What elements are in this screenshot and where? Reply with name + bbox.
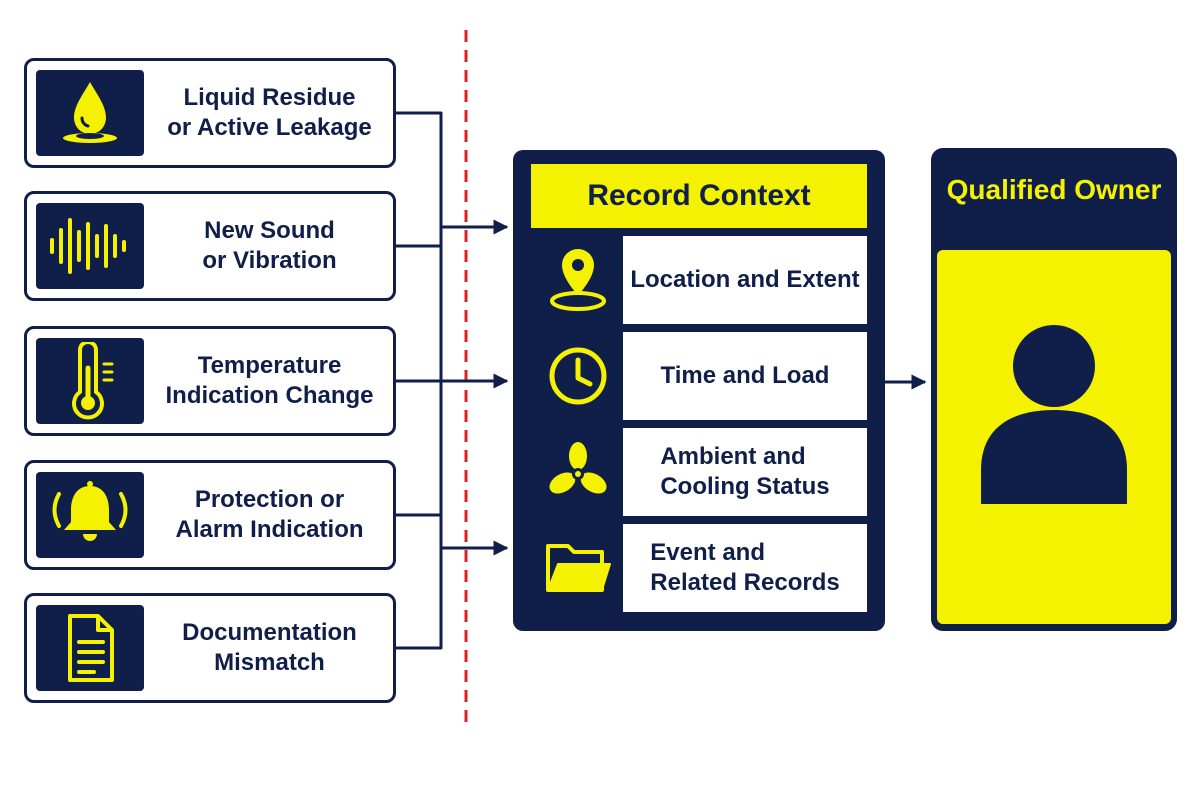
- qualified-owner-body: [937, 250, 1171, 624]
- context-item-label: Event and Related Records: [623, 524, 867, 612]
- observation-card-liquid-residue: Liquid Residue or Active Leakage: [24, 58, 396, 168]
- context-item-time: Time and Load: [535, 330, 881, 422]
- context-item-label: Ambient and Cooling Status: [623, 428, 867, 516]
- thermometer-icon: [36, 338, 144, 424]
- observation-label: Temperature Indication Change: [165, 352, 374, 409]
- context-item-ambient: Ambient and Cooling Status: [535, 426, 881, 518]
- context-item-event: Event and Related Records: [535, 522, 881, 614]
- folder-icon: [535, 522, 621, 614]
- record-context-title: Record Context: [531, 164, 867, 228]
- observation-card-documentation: Documentation Mismatch: [24, 593, 396, 703]
- record-context-panel: Record Context Location and Extent Time …: [513, 150, 885, 631]
- alarm-bell-icon: [36, 472, 144, 558]
- connector-observation-5: [396, 515, 443, 650]
- location-pin-icon: [535, 234, 621, 326]
- person-icon: [981, 325, 1127, 504]
- document-icon: [36, 605, 144, 691]
- observation-label: Liquid Residue or Active Leakage: [167, 84, 372, 141]
- context-item-location: Location and Extent: [535, 234, 881, 326]
- droplet-icon: [36, 70, 144, 156]
- context-item-label: Location and Extent: [623, 236, 867, 324]
- clock-icon: [535, 330, 621, 422]
- observation-card-protection-alarm: Protection or Alarm Indication: [24, 460, 396, 570]
- connector-observation-1: [396, 111, 443, 246]
- sound-wave-icon: [36, 203, 144, 289]
- qualified-owner-title: Qualified Owner: [946, 174, 1162, 205]
- observation-label: Protection or Alarm Indication: [175, 486, 364, 543]
- fan-icon: [535, 426, 621, 518]
- qualified-owner-panel: Qualified Owner: [931, 148, 1177, 631]
- observation-label: Documentation Mismatch: [182, 619, 357, 676]
- observation-label: New Sound or Vibration: [202, 217, 337, 274]
- observation-card-temperature: Temperature Indication Change: [24, 326, 396, 436]
- context-item-label: Time and Load: [623, 332, 867, 420]
- observation-card-new-sound: New Sound or Vibration: [24, 191, 396, 301]
